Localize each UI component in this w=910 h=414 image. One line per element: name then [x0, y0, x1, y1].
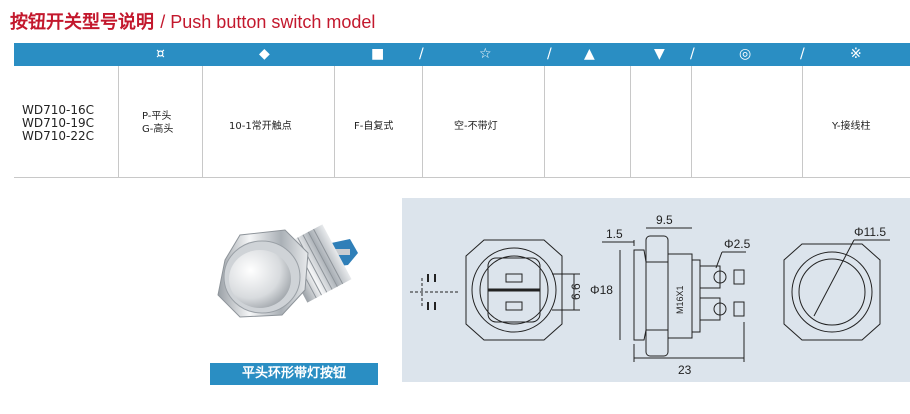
model-name: WD710-22C: [22, 129, 94, 143]
header-symbol: /: [690, 46, 695, 62]
action-type: F-自复式: [354, 121, 394, 132]
header-symbol: ◎: [739, 46, 752, 62]
title-en: / Push button switch model: [160, 12, 376, 32]
dim-23: 23: [678, 363, 692, 377]
dim-6-6: 6.6: [569, 283, 583, 300]
header-symbol: ☆: [479, 46, 492, 62]
contact-type: 10-1常开触点: [229, 121, 292, 132]
dim-phi-18: Φ18: [590, 283, 613, 297]
dim-1-5: 1.5: [606, 227, 623, 241]
dim-thread: M16X1: [675, 285, 685, 314]
dim-phi-11-5: Φ11.5: [854, 225, 886, 239]
header-symbol: ■: [371, 46, 385, 62]
column-divider: [544, 66, 545, 177]
product-caption: 平头环形带灯按钮: [210, 363, 378, 385]
head-type: G-高头: [142, 124, 174, 135]
title-cn: 按钮开关型号说明: [10, 12, 154, 33]
head-type: P-平头: [142, 111, 172, 122]
dimension-drawing: 6.6 1.5 9.5 Φ2.5 Φ18 M16X1 23: [402, 198, 910, 382]
column-divider: [202, 66, 203, 177]
header-symbol: /: [419, 46, 424, 62]
column-divider: [691, 66, 692, 177]
header-symbol: /: [547, 46, 552, 62]
column-divider: [422, 66, 423, 177]
model-name: WD710-16C: [22, 103, 94, 117]
dim-phi-2-5: Φ2.5: [724, 237, 751, 251]
dim-9-5: 9.5: [656, 213, 673, 227]
header-symbol: ¤: [156, 46, 165, 62]
page-title: 按钮开关型号说明 / Push button switch model: [10, 8, 375, 34]
head-type-list: P-平头 G-高头: [142, 110, 173, 136]
table-row: WD710-16C WD710-19C WD710-22C P-平头 G-高头 …: [14, 66, 910, 178]
header-symbol: ※: [850, 46, 862, 62]
header-symbol: ▼: [654, 46, 665, 62]
column-divider: [118, 66, 119, 177]
model-table: ¤ ◆ ■ / ☆ / ▲ ▼ / ◎ / ※ WD710-16C WD710-…: [14, 43, 910, 178]
header-symbol: /: [800, 46, 805, 62]
table-header: ¤ ◆ ■ / ☆ / ▲ ▼ / ◎ / ※: [14, 43, 910, 66]
terminal-type: Y-接线柱: [832, 121, 871, 132]
light-type: 空-不带灯: [454, 121, 498, 132]
product-photo: [200, 205, 390, 355]
model-name: WD710-19C: [22, 116, 94, 130]
column-divider: [802, 66, 803, 177]
column-divider: [334, 66, 335, 177]
header-symbol: ▲: [584, 46, 595, 62]
header-symbol: ◆: [259, 46, 270, 62]
column-divider: [630, 66, 631, 177]
model-list: WD710-16C WD710-19C WD710-22C: [22, 104, 94, 143]
